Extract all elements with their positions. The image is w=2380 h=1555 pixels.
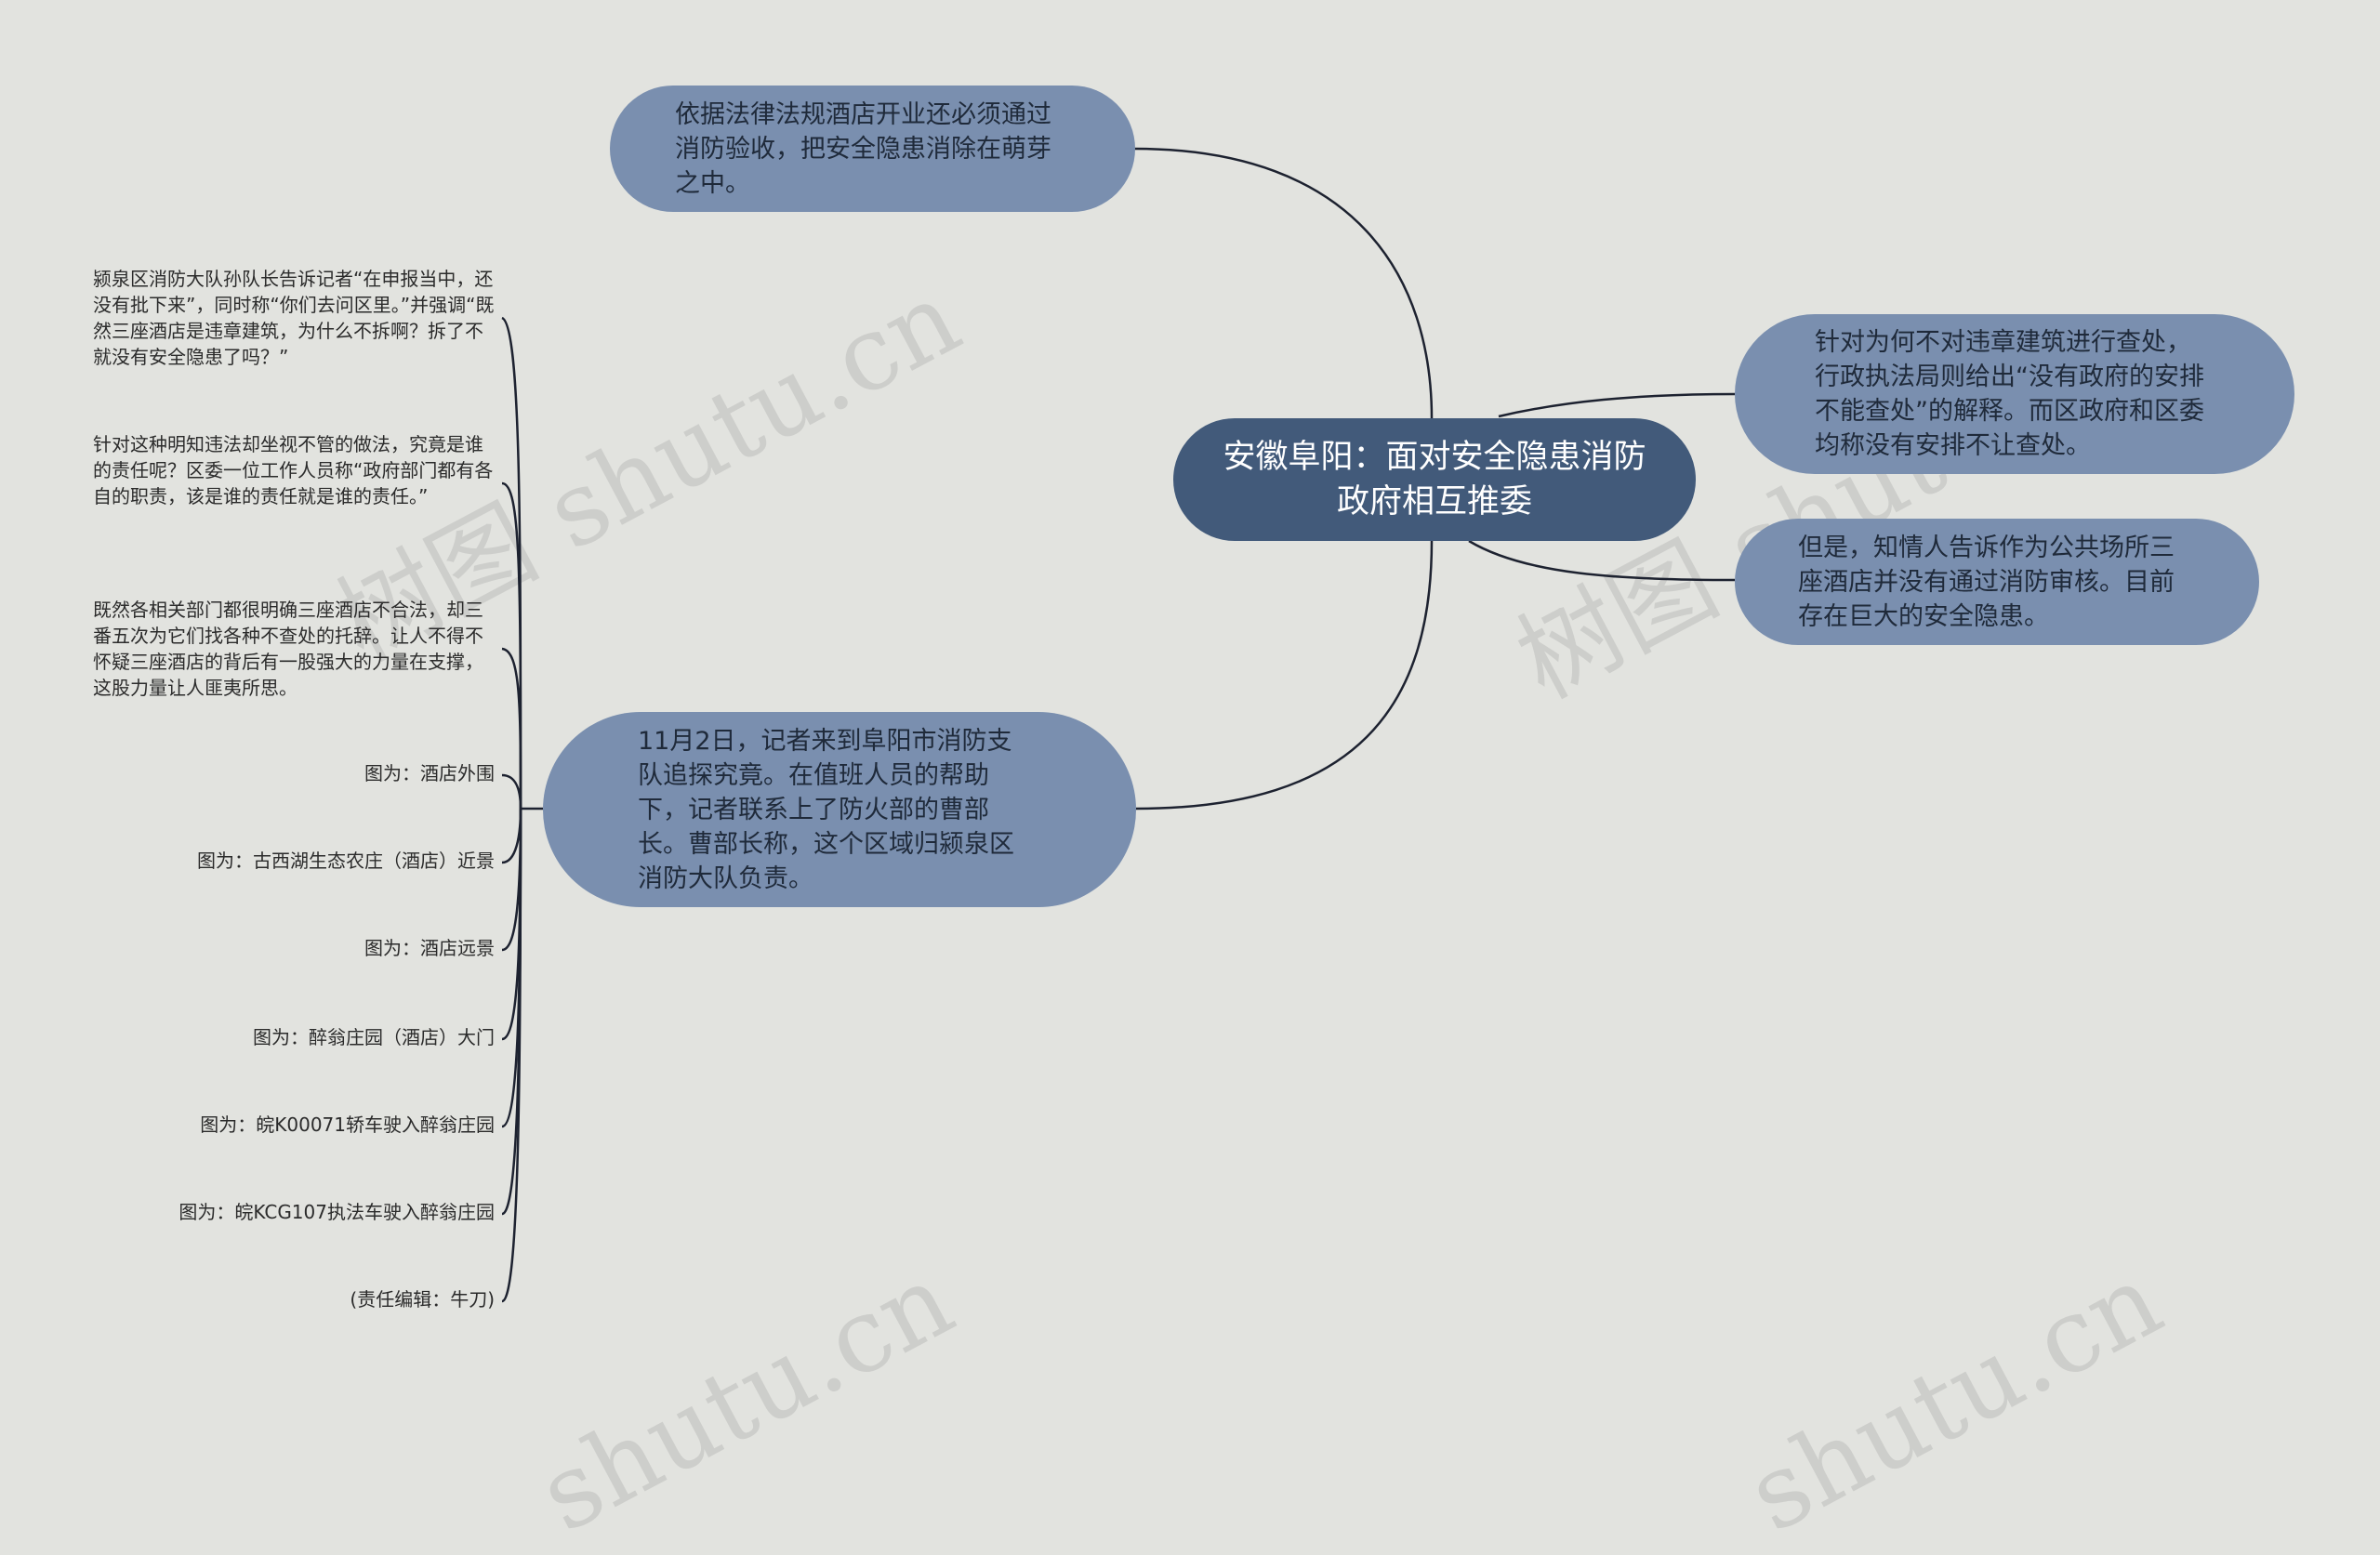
- leaf-item[interactable]: (责任编辑：牛刀): [350, 1288, 495, 1311]
- branch-right-2[interactable]: 但是，知情人告诉作为公共场所三座酒店并没有通过消防审核。目前存在巨大的安全隐患。: [1735, 519, 2259, 645]
- leaf-item[interactable]: 图为：酒店外围: [364, 762, 495, 784]
- leaf-connector: [501, 808, 522, 952]
- connector-top-left: [1133, 147, 1434, 419]
- leaf-item[interactable]: 图为：皖KCG107执法车驶入醉翁庄园: [178, 1201, 495, 1223]
- leaf-connector: [501, 773, 522, 810]
- leaf-item[interactable]: 颍泉区消防大队孙队长告诉记者“在申报当中，还没有批下来”，同时称“你们去问区里。…: [93, 268, 495, 368]
- connector-bottom-left: [1135, 540, 1434, 810]
- leaf-connector: [501, 808, 522, 1303]
- center-topic-label: 安徽阜阳：面对安全隐患消防政府相互推委: [1223, 439, 1646, 521]
- branch-bottom-left-label: 11月2日，记者来到阜阳市消防支队追探究竟。在值班人员的帮助下，记者联系上了防火…: [638, 726, 1014, 893]
- leaf-item[interactable]: 图为：醉翁庄园（酒店）大门: [253, 1026, 495, 1048]
- branch-right-1-label: 针对为何不对违章建筑进行查处，行政执法局则给出“没有政府的安排不能查处”的解释。…: [1815, 328, 2204, 460]
- leaf-item[interactable]: 图为：酒店远景: [364, 937, 495, 959]
- leaf-connector: [501, 808, 522, 864]
- branch-bottom-left[interactable]: 11月2日，记者来到阜阳市消防支队追探究竟。在值班人员的帮助下，记者联系上了防火…: [543, 712, 1136, 907]
- connector-lines: [501, 147, 1736, 1303]
- leaf-item[interactable]: 图为：皖K00071轿车驶入醉翁庄园: [200, 1114, 495, 1136]
- leaf-item[interactable]: 既然各相关部门都很明确三座酒店不合法，却三番五次为它们找各种不查处的托辞。让人不…: [93, 599, 483, 699]
- branch-right-2-label: 但是，知情人告诉作为公共场所三座酒店并没有通过消防审核。目前存在巨大的安全隐患。: [1798, 533, 2175, 631]
- leaf-connector: [501, 647, 522, 810]
- leaf-item[interactable]: 图为：古西湖生态农庄（酒店）近景: [197, 850, 495, 872]
- branch-top-left[interactable]: 依据法律法规酒店开业还必须通过消防验收，把安全隐患消除在萌芽之中。: [610, 86, 1135, 212]
- branch-top-left-label: 依据法律法规酒店开业还必须通过消防验收，把安全隐患消除在萌芽之中。: [675, 99, 1051, 198]
- connector-right-1: [1498, 392, 1736, 418]
- leaf-connector: [501, 481, 522, 810]
- leaf-item[interactable]: 针对这种明知违法却坐视不管的做法，究竟是谁的责任呢？区委一位工作人员称“政府部门…: [93, 433, 494, 507]
- center-topic[interactable]: 安徽阜阳：面对安全隐患消防政府相互推委: [1173, 418, 1696, 541]
- branch-right-1[interactable]: 针对为何不对违章建筑进行查处，行政执法局则给出“没有政府的安排不能查处”的解释。…: [1735, 314, 2294, 474]
- connector-right-2: [1468, 539, 1736, 582]
